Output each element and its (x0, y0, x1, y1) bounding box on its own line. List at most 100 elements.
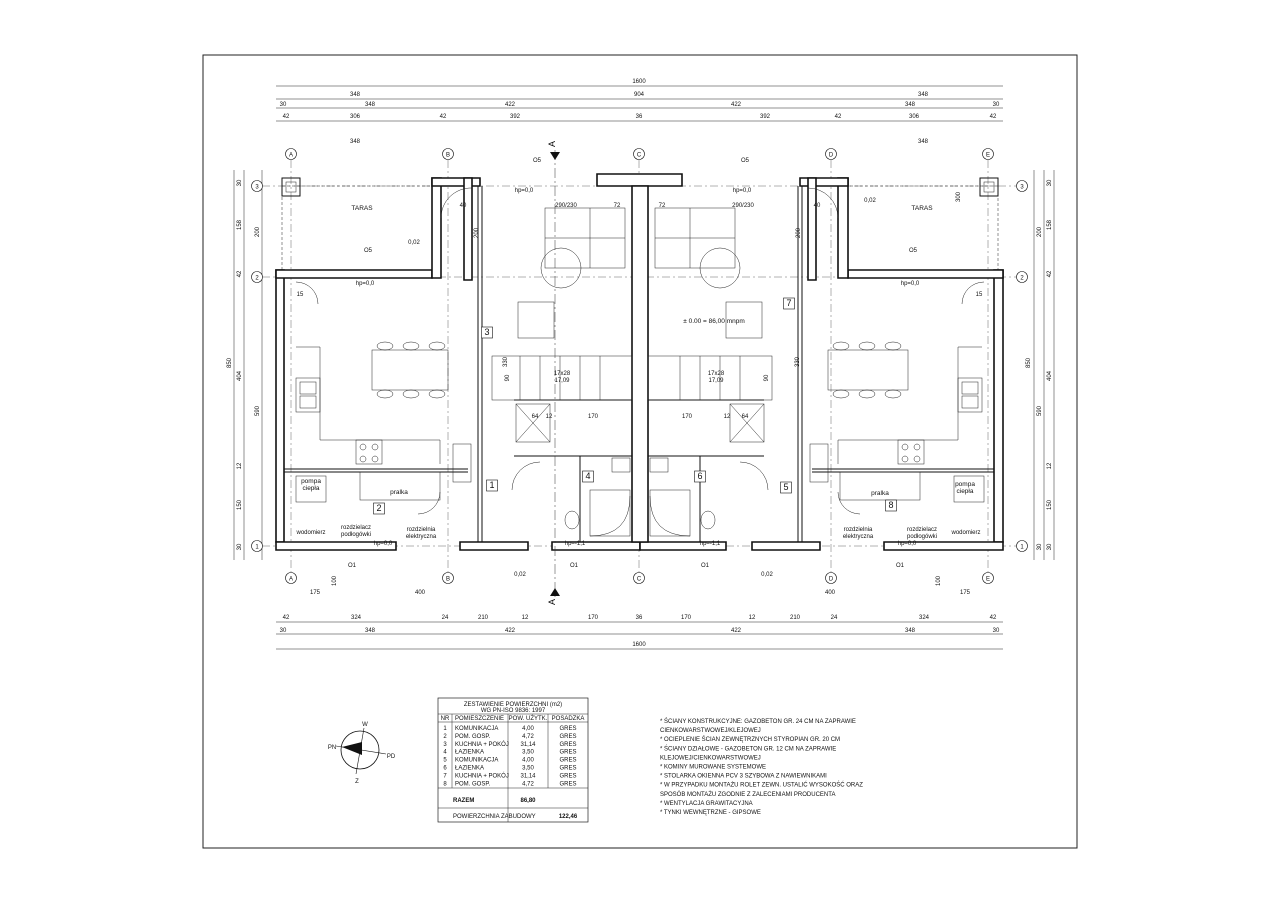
dim-door-height: 200 (474, 227, 480, 238)
grid-column-label: C (637, 153, 642, 159)
grid-column-label: A (289, 153, 293, 159)
area-table-cell: POM. GOSP. (455, 734, 491, 740)
dim-top-row4: 306 (909, 114, 920, 120)
grid-row-label: 2 (1020, 276, 1024, 282)
dim-bottom-row1: 210 (478, 615, 489, 621)
tag-64-label: 64 (742, 414, 749, 420)
compass-north-label: W (362, 722, 368, 728)
grid-column-bubble (442, 572, 454, 584)
area-table-cell: 4 (443, 750, 447, 756)
area-table-cell: ŁAZIENKA (455, 766, 484, 772)
tag-12-label: 12 (546, 414, 553, 420)
area-table: ZESTAWIENIE POWIERZCHNI (m2)WG PN-ISO 98… (437, 697, 589, 823)
dim-window-400: 400 (825, 590, 836, 596)
dim-left-chain: 150 (237, 499, 243, 510)
note-line: * OCIEPLENIE ŚCIAN ZEWNĘTRZNYCH STYROPIA… (660, 735, 840, 743)
compass-arrow-icon (342, 742, 362, 755)
door-72-label: 72 (614, 203, 621, 209)
water-meter-label: wodomierz (295, 530, 325, 536)
area-table-cell: GRES (559, 734, 576, 740)
dim-bottom-row2: 348 (905, 628, 916, 634)
note-line: * STOLARKA OKIENNA PCV 3 SZYBOWA Z NAWIE… (660, 774, 827, 780)
dim-left-chain: 158 (237, 219, 243, 230)
slope-label: 0,02 (408, 240, 420, 246)
terrace-left (281, 177, 438, 279)
dim-window-400: 400 (415, 590, 426, 596)
grid-column-label: E (986, 577, 990, 583)
grid-column-label: B (446, 153, 450, 159)
dim-left-chain: 12 (237, 462, 243, 469)
note-line: * TYNKI WEWNĘTRZNE - GIPSOWE (660, 810, 761, 816)
grid-column-label: D (829, 577, 834, 583)
sheet-border (202, 54, 1078, 849)
area-table-cell: GRES (559, 766, 576, 772)
area-table-cell: KUCHNIA + POKÓJ (455, 772, 509, 779)
level-origin-label: ± 0.00 = 86,00 mnpm (683, 318, 745, 325)
dim-terrace-width: 348 (918, 139, 929, 145)
area-table-cell: 7 (443, 773, 447, 779)
bathrooms (564, 457, 716, 537)
dim-door-height: 200 (796, 227, 802, 238)
manifold-label: rozdzielacz (907, 527, 937, 533)
heat-pump-label: pompa (955, 481, 975, 488)
floor-level-entry-label: hp=-1,1 (565, 541, 586, 547)
dim-bottom-row1: 24 (442, 615, 449, 621)
area-table-cell: KUCHNIA + POKÓJ (455, 741, 509, 748)
window-tag: O5 (364, 248, 373, 254)
door-size-label: 290/230 (732, 203, 754, 209)
manifold-label: podłogówki (341, 532, 371, 538)
floor-level-entry-label: hp=-1,1 (700, 541, 721, 547)
area-table-header: POW. UŻYTK. (509, 715, 548, 722)
dim-bottom-row1: 12 (522, 615, 529, 621)
dim-top-row2: 348 (350, 92, 361, 98)
grid-row-bubble (1016, 540, 1028, 552)
doors (295, 187, 985, 515)
section-marker-bottom: A (547, 599, 557, 605)
room-number: 4 (585, 471, 590, 481)
grid-column-bubble (825, 148, 837, 160)
area-table-cell: 8 (443, 781, 447, 787)
dim-right-chain: 150 (1047, 499, 1053, 510)
note-line: * WENTYLACJA GRAWITACYJNA (660, 801, 753, 807)
dim-top-row3: 30 (993, 102, 1000, 108)
dim-top-row4: 42 (440, 114, 447, 120)
tag-64-label: 64 (532, 414, 539, 420)
room-number-box (694, 470, 706, 483)
dim-entry-gap: 175 (960, 590, 971, 596)
grid-column-bubble (982, 572, 994, 584)
dim-right-chain-b: 200 (1037, 226, 1043, 237)
electrical-board-label: rozdzielnia (407, 527, 436, 533)
left-dimension-chain (233, 170, 263, 560)
area-table-cell: 4,72 (522, 734, 534, 740)
dim-top-row3: 348 (905, 102, 916, 108)
dim-terrace-width: 348 (350, 139, 361, 145)
area-table-built-label: POWIERZCHNIA ZABUDOWY (453, 814, 536, 820)
dim-bottom-row1: 324 (351, 615, 362, 621)
dim-side-300: 300 (956, 191, 962, 202)
grid-column-label: E (986, 153, 990, 159)
washer-label: pralka (390, 489, 408, 496)
room-number: 1 (489, 480, 494, 490)
area-table-cell: 6 (443, 766, 447, 772)
dim-bottom-row1: 42 (990, 615, 997, 621)
area-table-cell: GRES (559, 726, 576, 732)
door-72-label: 72 (659, 203, 666, 209)
room-number-box (486, 479, 498, 492)
area-table-cell: KOMUNIKACJA (455, 726, 498, 732)
grid-row-bubble (1016, 180, 1028, 192)
heat-pump-label: pompa (301, 478, 321, 485)
dim-bottom-row2: 422 (505, 628, 516, 634)
slope-label: 0,02 (864, 198, 876, 204)
area-table-built-value: 122,46 (559, 814, 578, 820)
dim-top-row3: 422 (731, 102, 742, 108)
area-table-cell: 31,14 (520, 742, 536, 748)
dim-top-row2: 348 (918, 92, 929, 98)
manifold-label: rozdzielacz (341, 525, 371, 531)
room-number: 3 (484, 327, 489, 337)
dim-bottom-row2: 30 (280, 628, 287, 634)
living-area-left (491, 207, 633, 443)
note-line: * KOMINY MUROWANE SYSTEMOWE (660, 765, 766, 771)
dim-offset-100: 100 (936, 575, 942, 586)
room-number: 7 (786, 298, 791, 308)
